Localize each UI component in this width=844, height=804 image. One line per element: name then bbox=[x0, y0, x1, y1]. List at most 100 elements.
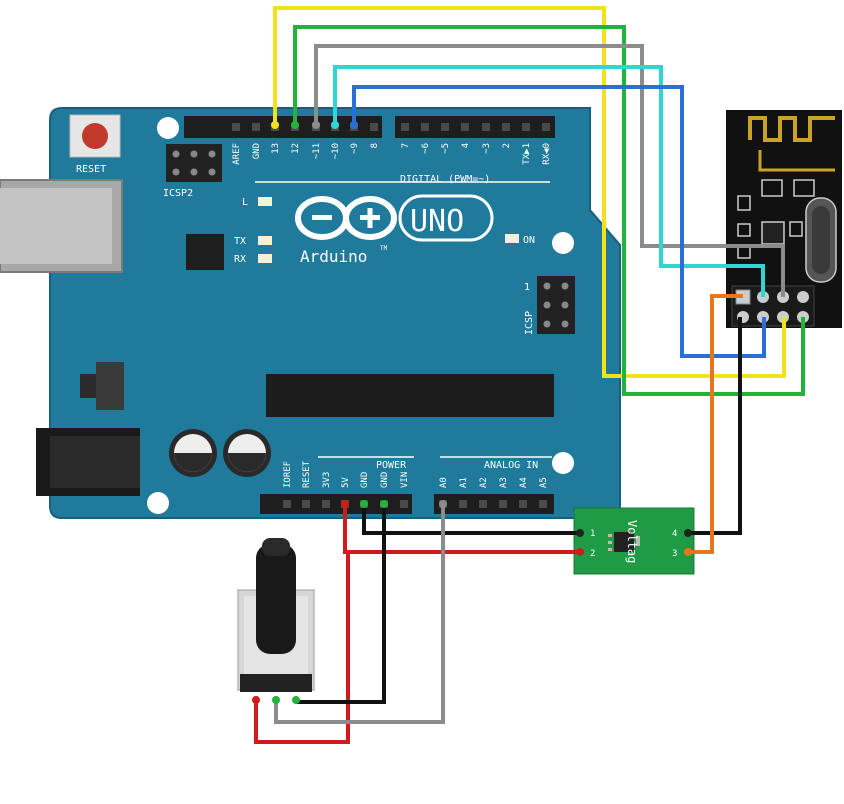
led-tx-label: TX bbox=[234, 236, 246, 247]
power-pin-label: VIN bbox=[400, 472, 410, 488]
icsp-header bbox=[537, 276, 575, 334]
wire-yellow-d13 bbox=[273, 6, 786, 378]
digital-pin bbox=[522, 123, 530, 131]
voltage-pin1-label: 1 bbox=[590, 529, 595, 539]
analog-pin bbox=[539, 500, 547, 508]
voltage-module-label: Voltag bbox=[625, 520, 639, 563]
power-pin-label: IOREF bbox=[283, 461, 293, 488]
voltage-regulator-module: Voltag 1 2 3 4 bbox=[573, 507, 695, 575]
antenna-feed bbox=[758, 150, 835, 172]
power-pin-label: 5V bbox=[341, 477, 351, 488]
arduino-logo bbox=[295, 196, 397, 240]
wire-red-5v-module bbox=[343, 504, 580, 554]
digital-pin-label: 2 bbox=[502, 143, 512, 148]
analog-header bbox=[434, 494, 554, 514]
wire-gray-a0-pot bbox=[274, 504, 445, 724]
uno-model-text: UNO bbox=[410, 204, 464, 239]
analog-pin-label: A0 bbox=[439, 477, 449, 488]
digital-pin-label: 8 bbox=[370, 143, 380, 148]
led-rx bbox=[258, 254, 272, 263]
digital-pin bbox=[502, 123, 510, 131]
icsp-label: ICSP bbox=[524, 311, 535, 335]
mount-hole bbox=[147, 492, 169, 514]
power-pin bbox=[322, 500, 330, 508]
voltage-pin4-label: 4 bbox=[672, 529, 677, 539]
led-l bbox=[258, 197, 272, 206]
power-pin bbox=[302, 500, 310, 508]
digital-pin-label: ~11 bbox=[312, 143, 322, 159]
power-pin bbox=[400, 500, 408, 508]
rf-component bbox=[789, 221, 803, 237]
digital-pin-label: ~9 bbox=[350, 143, 360, 154]
usb-port-inner bbox=[0, 188, 112, 264]
mount-hole bbox=[552, 232, 574, 254]
wire-black-gnd-pot bbox=[296, 504, 386, 704]
usb-chip bbox=[186, 234, 224, 270]
digital-label: DIGITAL (PWM=~) bbox=[400, 174, 490, 185]
reset-button-cap bbox=[82, 123, 108, 149]
trademark: TM bbox=[380, 245, 388, 252]
analog-pin-label: A2 bbox=[479, 477, 489, 488]
digital-pin bbox=[370, 123, 378, 131]
analog-pin-label: A3 bbox=[499, 477, 509, 488]
power-pin-label: GND bbox=[360, 472, 370, 488]
analog-pin bbox=[479, 500, 487, 508]
power-label: POWER bbox=[376, 460, 407, 471]
digital-pin-label: 7 bbox=[401, 143, 411, 148]
wire-blue-d9 bbox=[352, 85, 766, 358]
wire-gray-d11 bbox=[314, 44, 785, 297]
icsp-pin1-label: 1 bbox=[524, 282, 530, 293]
digital-pin bbox=[421, 123, 429, 131]
wire-red-5v-pot bbox=[254, 552, 350, 744]
digital-pin-label: AREF bbox=[232, 143, 242, 165]
power-pin bbox=[283, 500, 291, 508]
potentiometer-knob-top bbox=[262, 538, 290, 556]
digital-pin-label: TX▶1 bbox=[522, 143, 532, 165]
power-pin-labels: IOREF RESET 3V3 5V GND GND VIN bbox=[283, 460, 410, 488]
digital-pin bbox=[542, 123, 550, 131]
rf-crystal-inner bbox=[812, 206, 830, 274]
wire-cyan-d10 bbox=[333, 65, 765, 297]
wire-black-gnd-module bbox=[362, 504, 580, 535]
rf-component bbox=[737, 223, 751, 237]
rf-chip bbox=[761, 221, 785, 245]
wire-orange-3v3 bbox=[688, 294, 743, 554]
analog-pin-labels: A0 A1 A2 A3 A4 A5 bbox=[439, 477, 549, 488]
reset-label: RESET bbox=[76, 164, 106, 175]
wire-black-module-rf bbox=[688, 317, 742, 535]
capacitor bbox=[223, 429, 271, 477]
potentiometer-knob[interactable] bbox=[256, 544, 296, 654]
digital-pin-label: ~6 bbox=[421, 143, 431, 154]
led-rx-label: RX bbox=[234, 254, 246, 265]
wire-green-d12 bbox=[293, 25, 805, 396]
power-pin-label: 3V3 bbox=[322, 472, 332, 488]
analog-label: ANALOG IN bbox=[484, 460, 538, 471]
power-pin-label: RESET bbox=[302, 460, 312, 488]
analog-pin-label: A4 bbox=[519, 477, 529, 488]
digital-pin-label: ~10 bbox=[331, 143, 341, 159]
power-header bbox=[260, 494, 412, 514]
mount-hole bbox=[157, 117, 179, 139]
potentiometer bbox=[237, 538, 315, 692]
analog-pin-label: A5 bbox=[539, 477, 549, 488]
digital-pin bbox=[441, 123, 449, 131]
antenna-trace bbox=[748, 116, 835, 142]
voltage-pin3-label: 3 bbox=[672, 549, 677, 559]
analog-pin-label: A1 bbox=[459, 477, 469, 488]
digital-pin-label: 13 bbox=[271, 143, 281, 154]
rf-component bbox=[737, 195, 751, 211]
icsp2-label: ICSP2 bbox=[163, 188, 193, 199]
voltage-pin2-label: 2 bbox=[590, 549, 595, 559]
digital-header bbox=[184, 116, 555, 138]
rf-component bbox=[793, 179, 815, 197]
power-pin-label: GND bbox=[380, 472, 390, 488]
led-tx bbox=[258, 236, 272, 245]
digital-pin bbox=[401, 123, 409, 131]
digital-pin bbox=[252, 123, 260, 131]
digital-pin-label: ~3 bbox=[482, 143, 492, 154]
led-on bbox=[505, 234, 519, 243]
led-on-label: ON bbox=[523, 235, 535, 246]
